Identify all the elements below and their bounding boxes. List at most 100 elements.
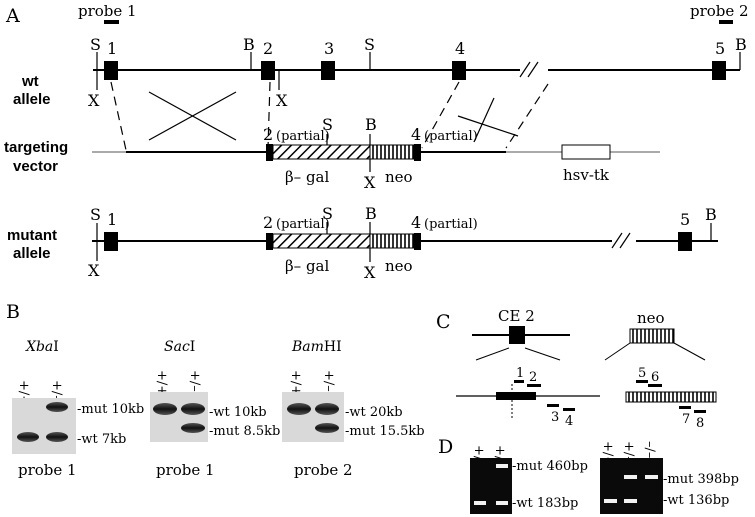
tv-site-s: S [322, 115, 333, 134]
wt-site-x2: X [276, 91, 288, 110]
gel2 [600, 458, 663, 514]
blot2-band2-label: -mut 8.5kb [209, 424, 280, 439]
blot3-lane2-genotype: +/– [321, 370, 336, 392]
gel1-band-wt-lane2 [496, 501, 508, 505]
mutant-allele-map [92, 222, 718, 262]
mut-exon-5 [678, 232, 692, 251]
gel1-band1-label: -mut 460bp [512, 459, 588, 474]
panel-a-label: A [5, 5, 20, 27]
blot3-band2-label: -mut 15.5kb [345, 424, 425, 439]
wt-exon-4 [452, 61, 466, 80]
mut-site-s1: S [90, 205, 101, 224]
blot2-lane1-genotype: +/+ [154, 370, 169, 396]
blot3-enzyme-suffix: HI [324, 339, 342, 355]
primer-6 [648, 384, 662, 387]
primer-3-label: 3 [551, 410, 559, 425]
blot1-enzyme-prefix: Xba [25, 339, 53, 355]
mut-exon-4-partial [414, 233, 421, 250]
wt-exon-3 [321, 61, 335, 80]
mut-exon-1 [104, 232, 118, 251]
ce2-label: CE 2 [498, 307, 535, 325]
blot1-band-mut [46, 402, 68, 412]
tv-exon-2-partial [266, 144, 273, 161]
gel2-band1-label: -mut 398bp [663, 472, 739, 487]
tv-site-x: X [364, 173, 376, 192]
blot2-enzyme-prefix: Sac [164, 339, 190, 355]
mut-site-x1: X [88, 261, 100, 280]
gel2-lane3-genotype: –/– [642, 441, 657, 458]
primer-6-label: 6 [651, 370, 659, 385]
wt-exon-1 [104, 61, 118, 80]
wt-exon-4-label: 4 [455, 39, 465, 58]
blot3-band-wt-lane1 [287, 403, 311, 415]
blot2-band-wt-lane2 [181, 403, 205, 415]
blot1-band2-label: -wt 7kb [77, 432, 126, 447]
gel2-band-mut-lane2 [624, 475, 637, 479]
panel-b-label: B [6, 301, 20, 323]
mut-site-b2: B [705, 205, 717, 224]
tv-exon-4-partial [414, 144, 421, 161]
mut-exon-4-partial-label: (partial) [424, 217, 478, 232]
wt-site-b1: B [243, 35, 255, 54]
primer-2 [527, 384, 541, 387]
mut-exon-4-label: 4 [411, 213, 421, 232]
gel1-band-wt-lane1 [474, 501, 486, 505]
blot2-enzyme-suffix: I [190, 339, 196, 355]
panel-d-label: D [438, 436, 453, 458]
blot3-band1-label: -wt 20kb [345, 405, 403, 420]
blot2-probe: probe 1 [156, 461, 215, 479]
tv-site-b: B [365, 115, 377, 134]
blot1-enzyme: XbaI [25, 339, 59, 355]
wt-exon-1-label: 1 [107, 39, 117, 58]
blot3-lane1-genotype: +/+ [288, 370, 303, 396]
gel2-band-mut-lane3 [645, 475, 658, 479]
tv-exon-4-partial-label: (partial) [424, 129, 478, 144]
primer-3 [547, 404, 559, 407]
blot3-band-mut [315, 423, 339, 433]
blot2-enzyme: SacI [164, 339, 195, 355]
mut-exon-2-partial [266, 233, 273, 250]
wt-allele-map [93, 52, 741, 90]
probe2-bar [719, 20, 733, 24]
primer-8 [694, 410, 706, 413]
tv-exon-4-label: 4 [411, 125, 421, 144]
blot3-enzyme-prefix: Bam [291, 339, 324, 355]
targeting-vector-label-1: targeting [4, 139, 68, 156]
mut-site-x2: X [364, 263, 376, 282]
primer-1-label: 1 [516, 366, 524, 381]
blot2-band1-label: -wt 10kb [209, 405, 267, 420]
wt-site-s2: S [364, 35, 375, 54]
ce2-schematic [456, 326, 600, 418]
mut-beta-gal-cassette [272, 233, 371, 249]
blot3-probe: probe 2 [294, 461, 353, 479]
mut-site-s2: S [322, 204, 333, 223]
wt-site-s1: S [90, 35, 101, 54]
gel2-lane2-genotype: +/– [621, 441, 636, 463]
primer-1 [514, 380, 524, 383]
mut-beta-gal-label: β– gal [285, 257, 329, 275]
blot2-band-mut [181, 423, 205, 433]
mutant-allele-label-1: mutant [7, 227, 57, 244]
mut-neo-cassette [369, 233, 415, 249]
mut-neo-label: neo [385, 257, 413, 275]
probe1-label: probe 1 [78, 2, 137, 20]
wt-exon-5 [712, 61, 726, 80]
tv-hsv-tk-label: hsv-tk [563, 166, 610, 184]
blot1-enzyme-suffix: I [53, 339, 59, 355]
wt-allele-label-2: allele [13, 91, 51, 108]
tv-neo-label: neo [385, 168, 413, 186]
blot1-band1-label: -mut 10kb [77, 402, 144, 417]
mut-site-b1: B [365, 204, 377, 223]
blot1-band-wt-lane2 [46, 432, 68, 442]
blot3-enzyme: BamHI [291, 339, 342, 355]
primer-7-label: 7 [682, 412, 690, 427]
mut-exon-2-partial-label: (partial) [276, 217, 330, 232]
tv-beta-gal-label: β– gal [285, 168, 329, 186]
mutant-allele-label-2: allele [13, 245, 51, 262]
tv-exon-2-label: 2 [263, 125, 273, 144]
primer-4 [563, 408, 575, 411]
tv-beta-gal-cassette [272, 144, 371, 160]
blot2-lane2-genotype: +/– [187, 370, 202, 392]
primer-5 [636, 380, 648, 383]
mut-exon-2-label: 2 [263, 213, 273, 232]
